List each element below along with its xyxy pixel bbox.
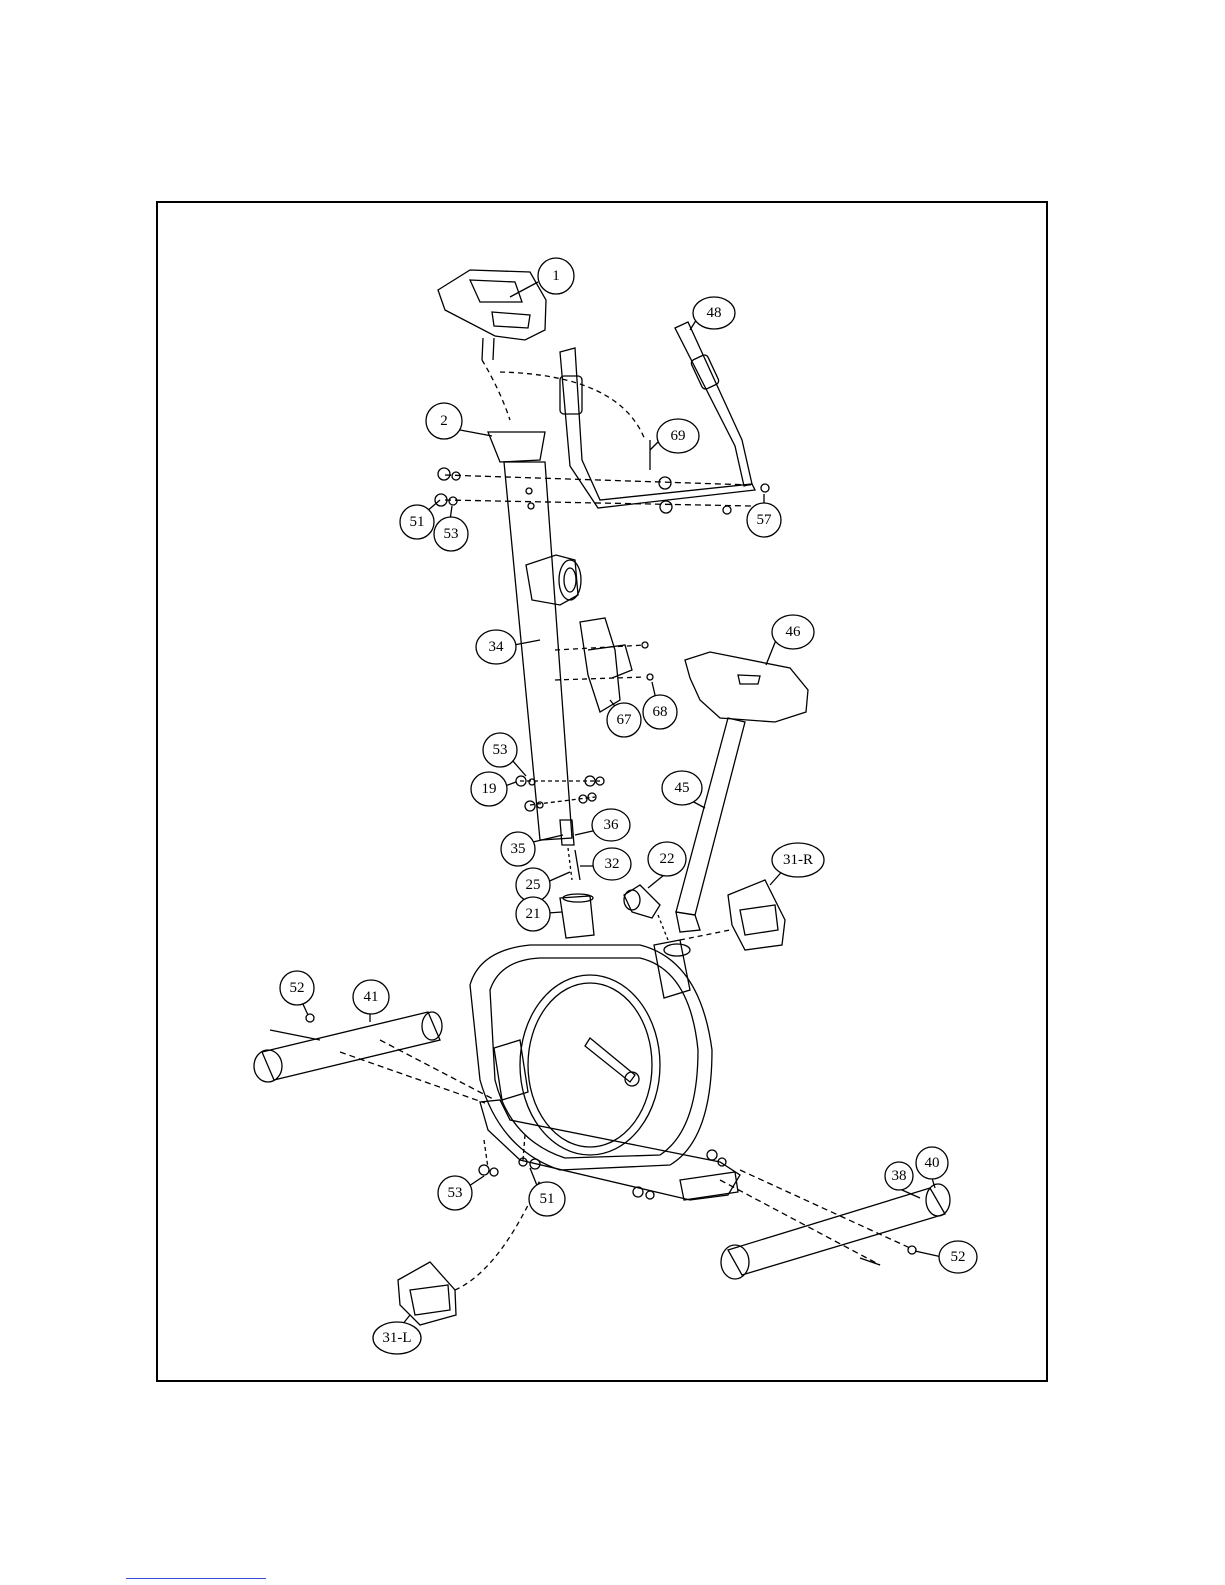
callout-53: 53 [448, 1185, 463, 1201]
callout-31-r: 31-R [783, 852, 813, 868]
post-bolts [516, 776, 604, 811]
callout-52: 52 [290, 980, 305, 996]
callout-46: 46 [786, 624, 802, 640]
console-part [438, 270, 546, 420]
callout-21: 21 [526, 906, 541, 922]
callout-1: 1 [552, 268, 560, 284]
callout-68: 68 [653, 704, 668, 720]
base-rail-part [480, 1100, 740, 1200]
callout-19: 19 [482, 781, 497, 797]
callout-69: 69 [671, 428, 686, 444]
sensor-knob-part [624, 885, 668, 940]
callout-51: 51 [540, 1191, 555, 1207]
callout-22: 22 [660, 851, 675, 867]
callout-67: 67 [617, 712, 633, 728]
callout-31-l: 31-L [382, 1330, 411, 1346]
callout-25: 25 [526, 877, 541, 893]
callout-52: 52 [951, 1249, 966, 1265]
seat-post-part [676, 718, 745, 932]
callout-41: 41 [364, 989, 379, 1005]
pedal-right-part [680, 880, 785, 950]
callout-35: 35 [511, 841, 526, 857]
callout-2: 2 [440, 413, 448, 429]
bottle-holder-part [555, 618, 653, 712]
callout-53: 53 [493, 742, 508, 758]
callout-34: 34 [489, 639, 505, 655]
callout-48: 48 [707, 305, 722, 321]
callout-32: 32 [605, 856, 620, 872]
callout-38: 38 [892, 1168, 907, 1184]
footer-link-underline [126, 1578, 266, 1579]
callout-45: 45 [675, 780, 690, 796]
main-housing-part [470, 940, 712, 1170]
callout-36: 36 [604, 817, 620, 833]
callout-40: 40 [925, 1155, 940, 1171]
lower-post-parts [560, 820, 594, 938]
front-stabilizer-part [254, 1012, 495, 1103]
callout-53: 53 [444, 526, 459, 542]
callout-57: 57 [757, 512, 773, 528]
callout-51: 51 [410, 514, 425, 530]
rear-stabilizer-part [720, 1170, 950, 1279]
seat-part [685, 652, 808, 722]
